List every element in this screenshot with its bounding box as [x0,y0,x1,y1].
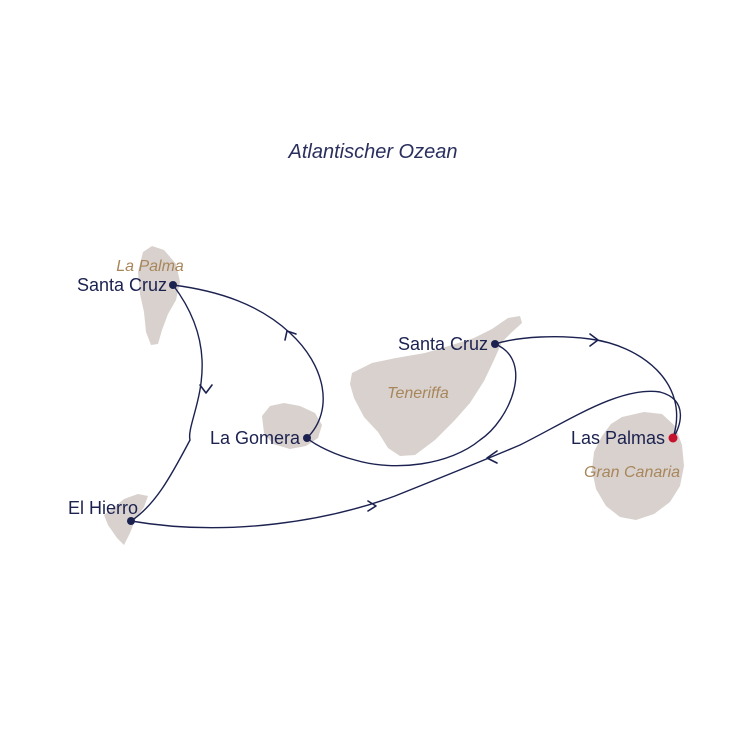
route-arrow-east-icon [589,333,599,347]
island-tenerife [350,316,522,456]
ocean-label: Atlantischer Ozean [288,141,458,163]
island-la-palma [138,246,180,345]
island-label-gran-canaria: Gran Canaria [584,464,680,481]
port-marker-el-hierro [127,517,135,525]
route-arrow-south-icon [199,384,213,394]
port-marker-las-palmas [668,433,678,443]
route-el-hierro-to-las-palmas [130,390,682,529]
port-marker-santa-cruz-la-palma [169,281,177,289]
route-arrow-west-icon [486,450,498,464]
island-gran-canaria [592,412,684,520]
port-label-santa-cruz-tenerife: Santa Cruz [398,334,488,354]
route-santa-cruz-tenerife-to-la-gomera [306,343,517,467]
route-arrow-east-icon [367,500,377,512]
port-label-el-hierro: El Hierro [68,498,138,518]
port-marker-la-gomera [303,434,311,442]
port-label-la-gomera: La Gomera [210,428,301,448]
port-label-las-palmas: Las Palmas [571,428,665,448]
island-label-tenerife: Teneriffa [387,385,449,402]
route-la-gomera-to-santa-cruz-la-palma [172,284,324,439]
island-label-la-palma: La Palma [116,258,184,275]
route-santa-cruz-la-palma-to-el-hierro [130,284,203,522]
port-marker-santa-cruz-tenerife [491,340,499,348]
route-arrow-northwest-icon [284,330,297,341]
port-label-santa-cruz-la-palma: Santa Cruz [77,275,167,295]
island-el-hierro [104,494,148,545]
